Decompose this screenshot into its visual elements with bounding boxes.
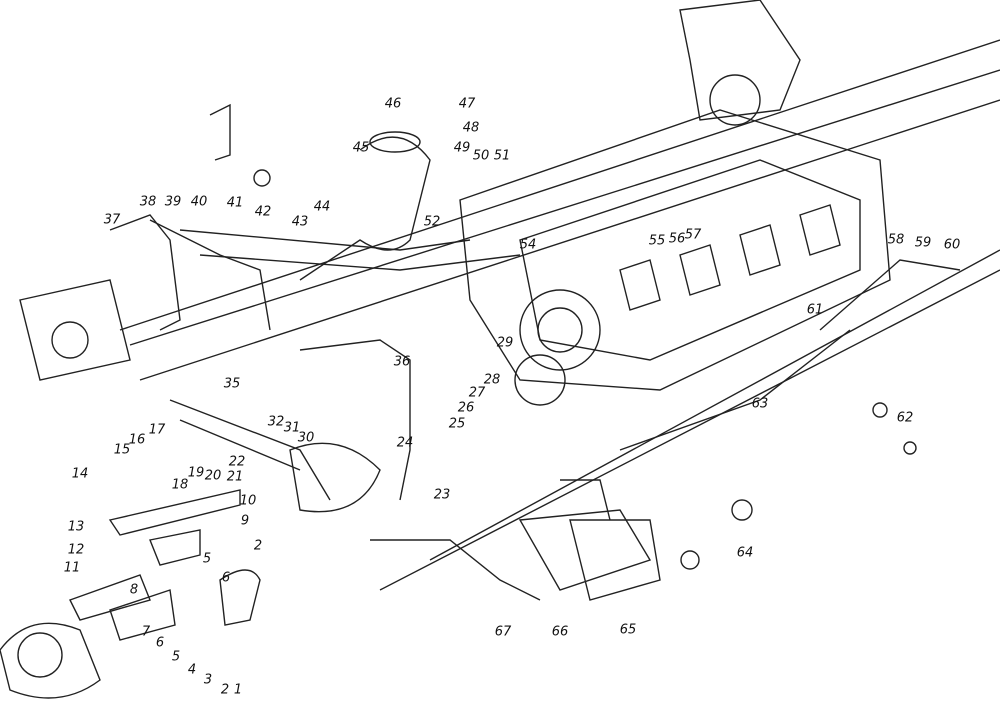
- callout-3: 3: [203, 672, 213, 688]
- callout-37: 37: [103, 212, 121, 228]
- callout-61: 61: [806, 302, 824, 318]
- callout-6: 6: [155, 635, 165, 651]
- callout-9: 9: [240, 513, 250, 529]
- callout-24: 24: [396, 435, 414, 451]
- callout-10: 10: [239, 493, 257, 509]
- callout-27: 27: [468, 385, 486, 401]
- callout-48: 48: [462, 120, 480, 136]
- callout-23: 23: [433, 487, 451, 503]
- engine-block: [459, 0, 891, 406]
- callout-45: 45: [352, 140, 370, 156]
- callout-2b: 2: [253, 538, 263, 554]
- callout-7: 7: [141, 624, 151, 640]
- callout-41: 41: [226, 195, 244, 211]
- callout-67: 67: [494, 624, 512, 640]
- callout-20: 20: [204, 468, 222, 484]
- callout-28: 28: [483, 372, 501, 388]
- callout-62: 62: [896, 410, 914, 426]
- callout-55: 55: [648, 233, 666, 249]
- callout-46: 46: [384, 96, 402, 112]
- callout-47: 47: [458, 96, 476, 112]
- callout-64: 64: [736, 545, 754, 561]
- callout-8: 8: [129, 582, 139, 598]
- callout-44: 44: [313, 199, 331, 215]
- callout-18: 18: [171, 477, 189, 493]
- callout-36: 36: [393, 354, 411, 370]
- callout-57: 57: [684, 227, 702, 243]
- callout-6b: 6: [221, 570, 231, 586]
- frame-rails: [119, 39, 1000, 591]
- callout-35: 35: [223, 376, 241, 392]
- callout-15: 15: [113, 442, 131, 458]
- callout-66: 66: [551, 624, 569, 640]
- callout-49: 49: [453, 140, 471, 156]
- callout-21: 21: [226, 469, 244, 485]
- callout-42: 42: [254, 204, 272, 220]
- callout-30: 30: [297, 430, 315, 446]
- callout-39: 39: [164, 194, 182, 210]
- callout-1: 1: [233, 682, 243, 698]
- callout-26: 26: [457, 400, 475, 416]
- callout-25: 25: [448, 416, 466, 432]
- callout-31: 31: [283, 420, 301, 436]
- callout-13: 13: [67, 519, 85, 535]
- callout-2: 2: [220, 682, 230, 698]
- callout-51: 51: [493, 148, 511, 164]
- callout-12: 12: [67, 542, 85, 558]
- callout-5b: 5: [202, 551, 212, 567]
- callout-22: 22: [228, 454, 246, 470]
- callout-59: 59: [914, 235, 932, 251]
- callout-50: 50: [472, 148, 490, 164]
- callout-4: 4: [187, 662, 197, 678]
- callout-40: 40: [190, 194, 208, 210]
- callout-38: 38: [139, 194, 157, 210]
- callout-16: 16: [128, 432, 146, 448]
- callout-52: 52: [423, 214, 441, 230]
- callout-56: 56: [668, 231, 686, 247]
- callout-43: 43: [291, 214, 309, 230]
- heater-assembly: [0, 103, 961, 699]
- callout-19: 19: [187, 465, 205, 481]
- callout-17: 17: [148, 422, 166, 438]
- callout-11: 11: [63, 560, 81, 576]
- callout-14: 14: [71, 466, 89, 482]
- callout-54: 54: [519, 237, 537, 253]
- callout-63: 63: [751, 396, 769, 412]
- callout-65: 65: [619, 622, 637, 638]
- callout-60: 60: [943, 237, 961, 253]
- callout-29: 29: [496, 335, 514, 351]
- callout-58: 58: [887, 232, 905, 248]
- callout-5: 5: [171, 649, 181, 665]
- callout-32: 32: [267, 414, 285, 430]
